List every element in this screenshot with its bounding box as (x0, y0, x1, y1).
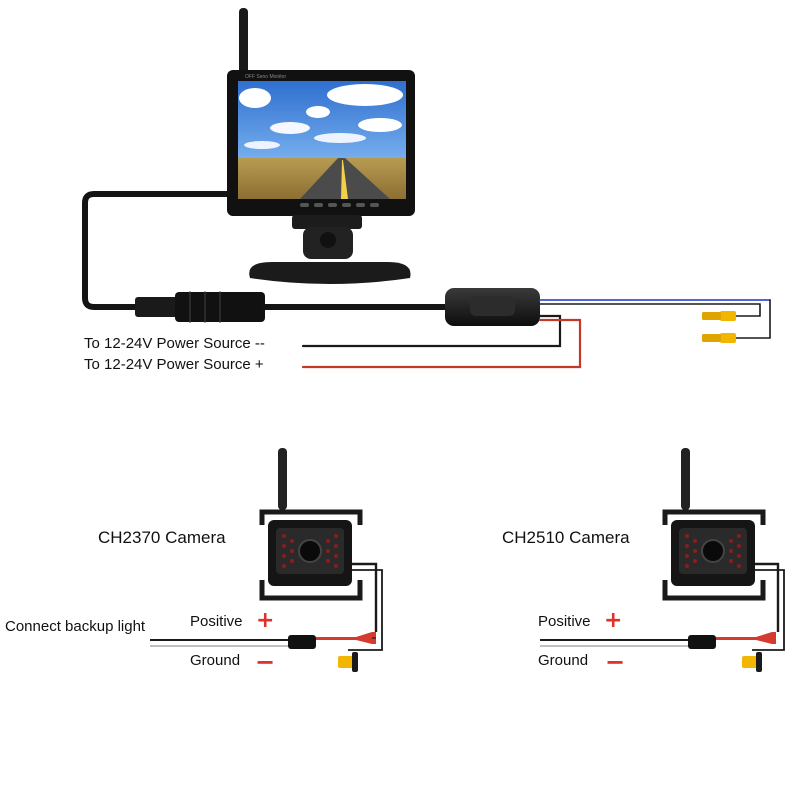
power-positive-label: To 12-24V Power Source + (84, 356, 264, 373)
camera-2-red-plug (716, 632, 776, 644)
camera-1-antenna (278, 448, 287, 510)
camera-2 (540, 448, 785, 672)
camera-2-ir-leds (685, 534, 741, 568)
camera-1-bracket (259, 509, 363, 525)
monitor-osd-text: OFF Seno Monitor (245, 74, 286, 80)
camera-1-positive-symbol: + (256, 608, 275, 633)
camera-2-antenna (681, 448, 690, 510)
camera-2-positive-label: Positive (538, 613, 591, 630)
camera-2-wire-junction (688, 635, 716, 649)
camera-1 (150, 448, 383, 672)
power-connector-plug (135, 297, 179, 317)
camera-2-lens (701, 539, 725, 563)
camera-1-rca-connector (338, 652, 358, 672)
camera-2-positive-symbol: + (604, 608, 623, 633)
black-power-wire (301, 314, 562, 348)
power-harness (82, 191, 771, 369)
camera-2-ground-label: Ground (538, 652, 589, 669)
camera-1-ir-leds (282, 534, 338, 568)
camera-1-ground-symbol: − (255, 648, 276, 676)
camera-1-positive-label: Positive (190, 613, 243, 630)
power-negative-label: To 12-24V Power Source -- (84, 335, 265, 352)
camera-2-rca-connector (742, 652, 762, 672)
camera-1-title: CH2370 Camera (98, 528, 226, 547)
monitor: OFF Seno Monitor (227, 8, 415, 284)
camera-1-lens (298, 539, 322, 563)
camera-1-ground-label: Ground (190, 652, 241, 669)
camera-2-bracket (662, 509, 766, 525)
camera-2-title: CH2510 Camera (502, 528, 630, 547)
camera-1-wire-junction (288, 635, 316, 649)
camera-1-red-plug (316, 632, 376, 644)
monitor-buttons (300, 203, 379, 207)
rca-connector-2 (702, 333, 736, 343)
camera-1-backup-label: Connect backup light (5, 618, 146, 635)
rca-connector-1 (702, 311, 736, 321)
monitor-stand (249, 215, 411, 284)
monitor-antenna (239, 8, 248, 74)
red-power-wire (301, 318, 582, 369)
monitor-screen (238, 81, 406, 199)
monitor-cable (82, 191, 231, 310)
camera-2-ground-symbol: − (605, 648, 626, 676)
